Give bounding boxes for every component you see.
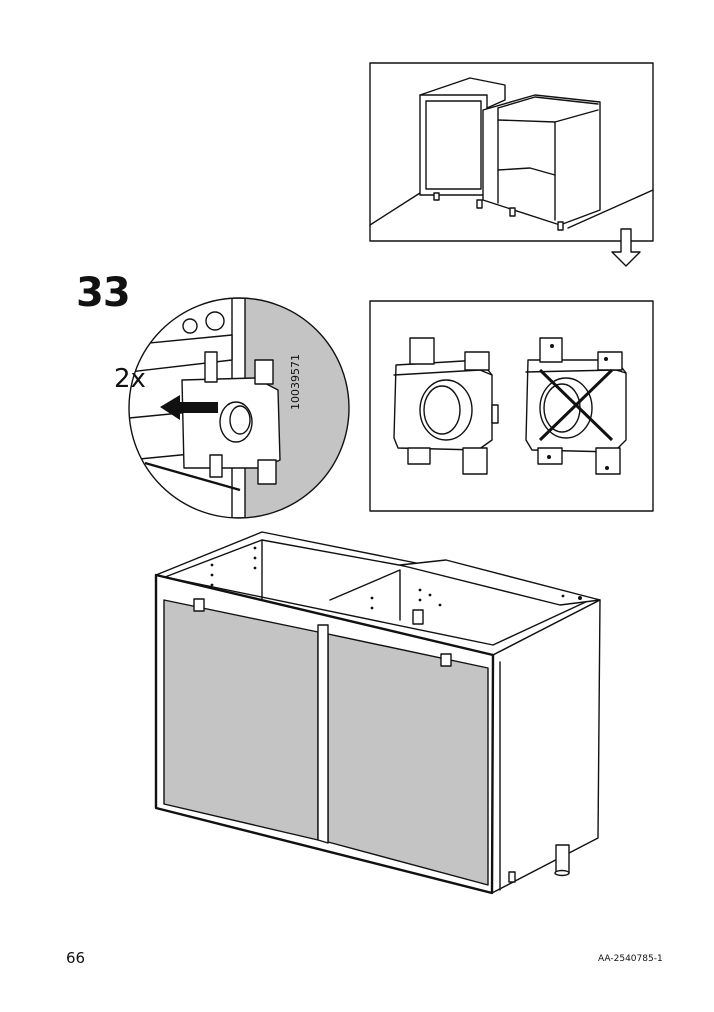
correct-connector bbox=[393, 337, 499, 475]
document-code: AA-2540785-1 bbox=[598, 954, 663, 964]
page-number: 66 bbox=[66, 949, 86, 967]
quantity-label: 2x bbox=[114, 364, 146, 394]
arrow-down-outline-icon bbox=[611, 228, 641, 267]
arrow-left-icon bbox=[160, 395, 218, 420]
cross-icon bbox=[538, 368, 614, 442]
step-number: 33 bbox=[76, 270, 131, 316]
